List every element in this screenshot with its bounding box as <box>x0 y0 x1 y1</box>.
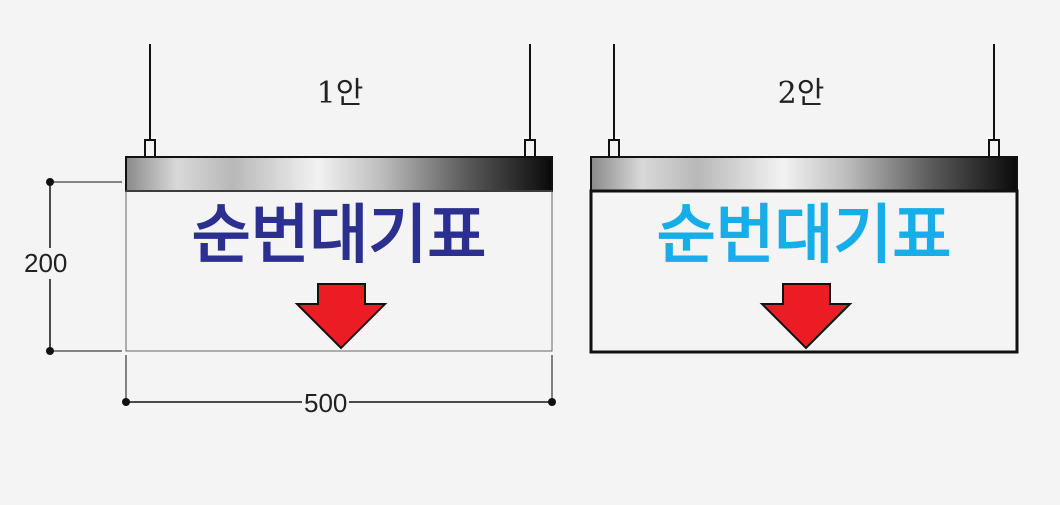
width-dimension-label: 500 <box>302 388 350 419</box>
sign-2-caption: 2안 <box>777 76 825 111</box>
wire-clip-right <box>524 139 536 158</box>
sign-1-caption: 1안 <box>316 76 364 111</box>
sign-1-text: 순번대기표 <box>191 199 487 273</box>
dimension-dot-right <box>548 398 556 406</box>
sign-2-text: 순번대기표 <box>656 199 952 273</box>
dimension-dot-top <box>46 178 54 186</box>
down-arrow-icon <box>759 283 853 350</box>
dimension-dot-bottom <box>46 347 54 355</box>
dimension-dot-left <box>122 398 130 406</box>
sign-1 <box>125 44 553 352</box>
metal-top-bar <box>125 156 553 192</box>
acrylic-panel-thick <box>589 189 1019 354</box>
metal-top-bar <box>590 156 1018 192</box>
down-arrow-icon <box>294 283 388 350</box>
sign-2 <box>589 44 1019 354</box>
acrylic-panel-thin <box>125 190 553 352</box>
height-dimension-label: 200 <box>22 248 70 279</box>
wire-clip-left <box>608 139 620 158</box>
wire-clip-left <box>144 139 156 158</box>
wire-clip-right <box>988 139 1000 158</box>
